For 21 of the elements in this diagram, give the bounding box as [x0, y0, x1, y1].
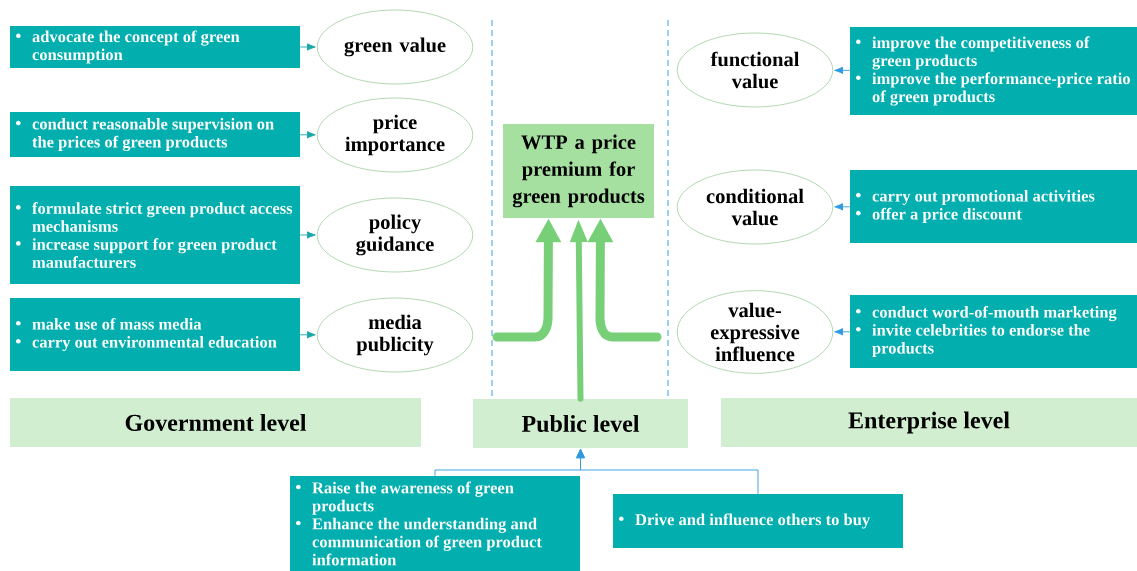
bullet-list-box: Raise the awareness of green products Enhance the understanding and communication of green product information	[290, 476, 580, 571]
bullet-list-box: conduct word-of-mouth marketing invite celebrities to endorse the products	[850, 295, 1137, 368]
arrow	[834, 66, 851, 74]
bullet-list-box: carry out promotional activities offer a price discount	[850, 170, 1137, 243]
outcome-box: WTP a price premium for green products	[503, 124, 654, 218]
arrow	[834, 328, 851, 336]
arrow	[834, 203, 851, 211]
level-band: Public level	[473, 399, 688, 448]
bullet-list-box: make use of mass media carry out environmental education	[10, 298, 300, 371]
arrow	[299, 231, 316, 239]
bullet-list-box: conduct reasonable supervision on the prices of green products	[10, 112, 300, 157]
bullet-list-box: improve the competitiveness of green products improve the performance-price ratio of green products	[850, 27, 1137, 115]
level-band: Government level	[10, 398, 421, 447]
arrow	[299, 331, 316, 339]
bullet-list-box: advocate the concept of green consumption	[10, 26, 300, 68]
arrow	[299, 131, 316, 139]
level-band: Enterprise level	[721, 398, 1137, 447]
bullet-list-box: Drive and influence others to buy	[613, 494, 903, 548]
arrow	[576, 448, 759, 495]
bullet-list-box: formulate strict green product access mechanisms increase support for green product manufacturers	[10, 186, 300, 284]
arrow	[299, 43, 316, 51]
